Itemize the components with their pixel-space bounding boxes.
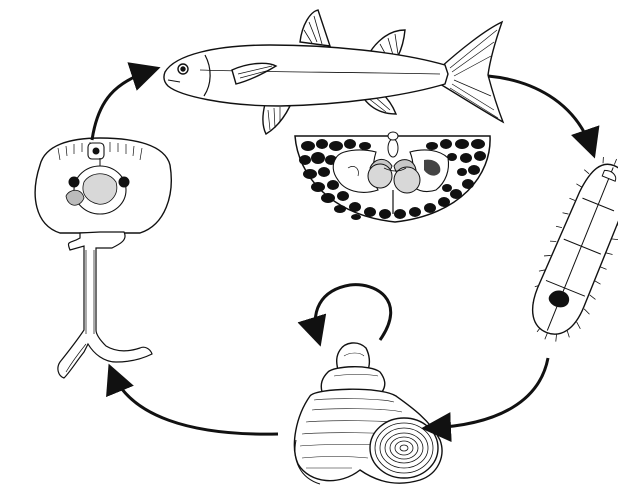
- arrow-snail-self-loop: [315, 285, 390, 340]
- cercaria-icon: [35, 138, 171, 378]
- miracidium-icon: [515, 147, 618, 351]
- arrow-miracidium-to-snail: [430, 358, 548, 428]
- fish-icon: [164, 10, 503, 134]
- arrow-snail-to-cercaria: [112, 372, 278, 434]
- arrow-cercaria-to-fish: [92, 70, 152, 140]
- cyst-section-icon: [295, 132, 490, 222]
- arrow-fish-to-miracidium: [488, 76, 592, 150]
- snail-icon: [294, 343, 442, 484]
